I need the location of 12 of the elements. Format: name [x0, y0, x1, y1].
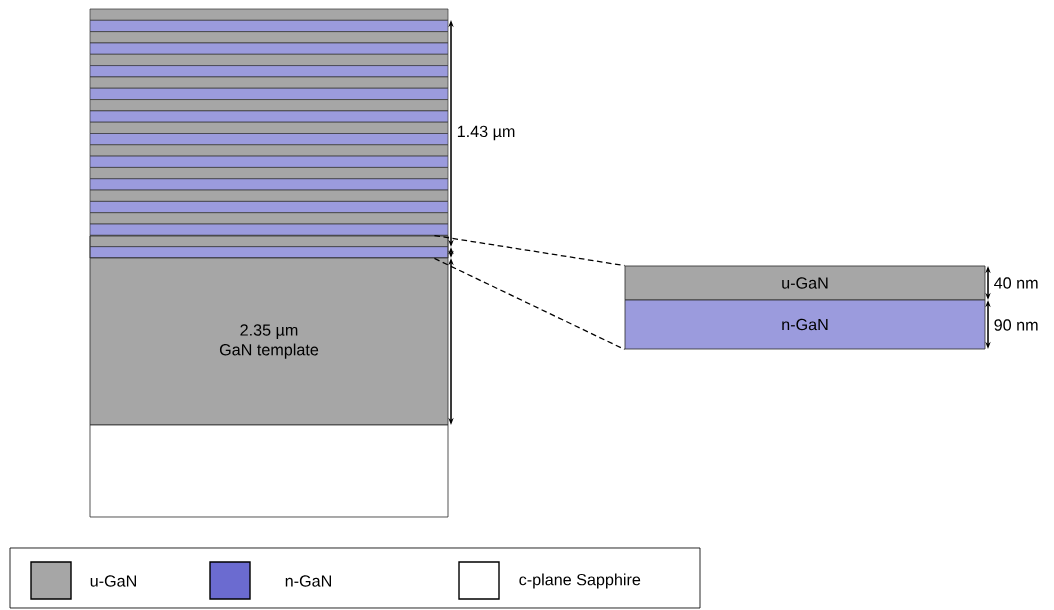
dimension-label: 1.43 µm — [457, 125, 515, 141]
template-layer: 2.35 µm GaN template — [89, 257, 449, 426]
dimension-label: 40 nm — [994, 277, 1038, 289]
zoom-line — [433, 257, 626, 351]
dimension-label: 90 nm — [994, 319, 1038, 331]
layer-box: u-GaN — [624, 265, 986, 301]
legend-label: c-plane Sapphire — [519, 573, 641, 589]
legend-label: n-GaN — [285, 575, 331, 587]
zoom-line — [433, 234, 626, 267]
layer-box: n-GaN — [624, 299, 986, 350]
legend-label: u-GaN — [90, 575, 136, 587]
substrate-layer — [89, 424, 449, 518]
